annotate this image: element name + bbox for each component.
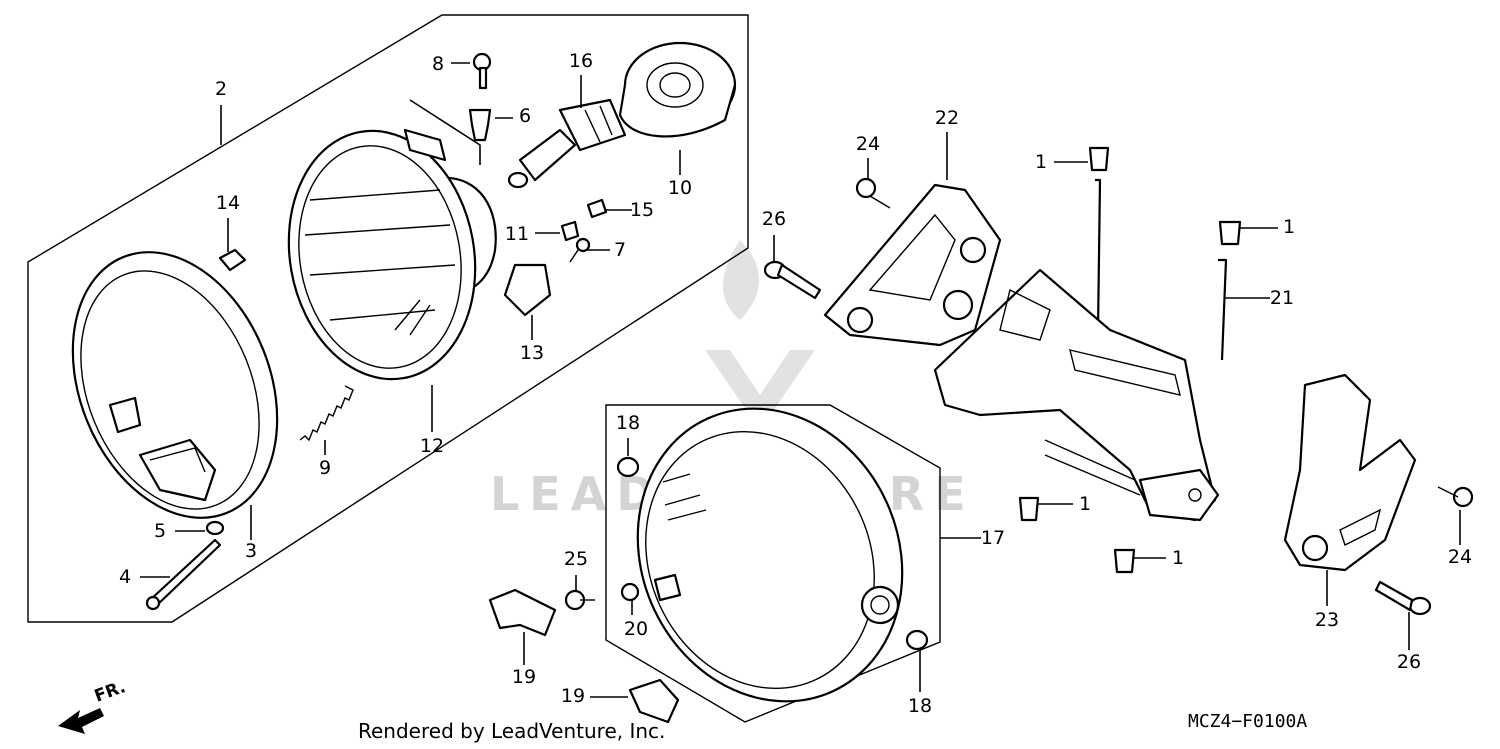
callout-c3: 3 [245,540,257,562]
callout-c11: 11 [505,223,529,245]
bulb-part-16 [507,98,627,189]
callout-c19a: 19 [512,666,536,688]
callout-c21: 21 [1270,287,1294,309]
front-direction-marker: FR. [58,677,128,734]
callout-c1c: 1 [1079,493,1091,515]
upper-bracket-part-22 [823,183,1002,347]
callout-c18a: 18 [616,412,640,434]
callout-c24a: 24 [856,133,880,155]
callout-c17: 17 [981,527,1005,549]
callout-c6: 6 [519,105,531,127]
callout-c20: 20 [624,618,648,640]
callout-c9: 9 [319,457,331,479]
callout-c26a: 26 [762,208,786,230]
callout-c2: 2 [215,78,227,100]
leader-lines [140,62,1461,698]
callout-c8: 8 [432,53,444,75]
callout-c25: 25 [564,548,588,570]
callout-c19b: 19 [561,685,585,707]
callout-c15: 15 [630,199,654,221]
bulb-cover-part-10 [618,41,737,138]
drawing-code: MCZ4−F0100A [1188,711,1307,732]
render-credit: Rendered by LeadVenture, Inc. [358,719,665,743]
callout-c1a: 1 [1035,151,1047,173]
callout-c14: 14 [216,192,240,214]
spring-part-9 [299,385,354,442]
callout-c10: 10 [668,177,692,199]
callout-c26b: 26 [1397,651,1421,673]
callout-c12: 12 [420,435,444,457]
callout-c1b: 1 [1283,216,1295,238]
front-label: FR. [92,677,128,707]
headlight-rim-part-3 [71,251,279,519]
callout-c13: 13 [520,342,544,364]
headlight-lens-part-12 [287,128,497,381]
headlight-case-part-17 [636,407,904,703]
callout-c5: 5 [154,520,166,542]
callout-c7: 7 [614,239,626,261]
callout-c18b: 18 [908,695,932,717]
callout-c1d: 1 [1172,547,1184,569]
callout-c24b: 24 [1448,546,1472,568]
callout-c23: 23 [1315,609,1339,631]
front-arrow-icon [58,708,104,734]
headlight-stay-part-21 [933,178,1228,522]
screw-part-4 [145,538,222,611]
headlight-unit-boundary [27,14,749,623]
callout-c16: 16 [569,50,593,72]
headlight-case-boundary [605,404,941,723]
callout-c22: 22 [935,107,959,129]
callout-c4: 4 [119,566,131,588]
fasteners [205,52,1474,724]
side-cover-part-23 [1283,373,1417,572]
